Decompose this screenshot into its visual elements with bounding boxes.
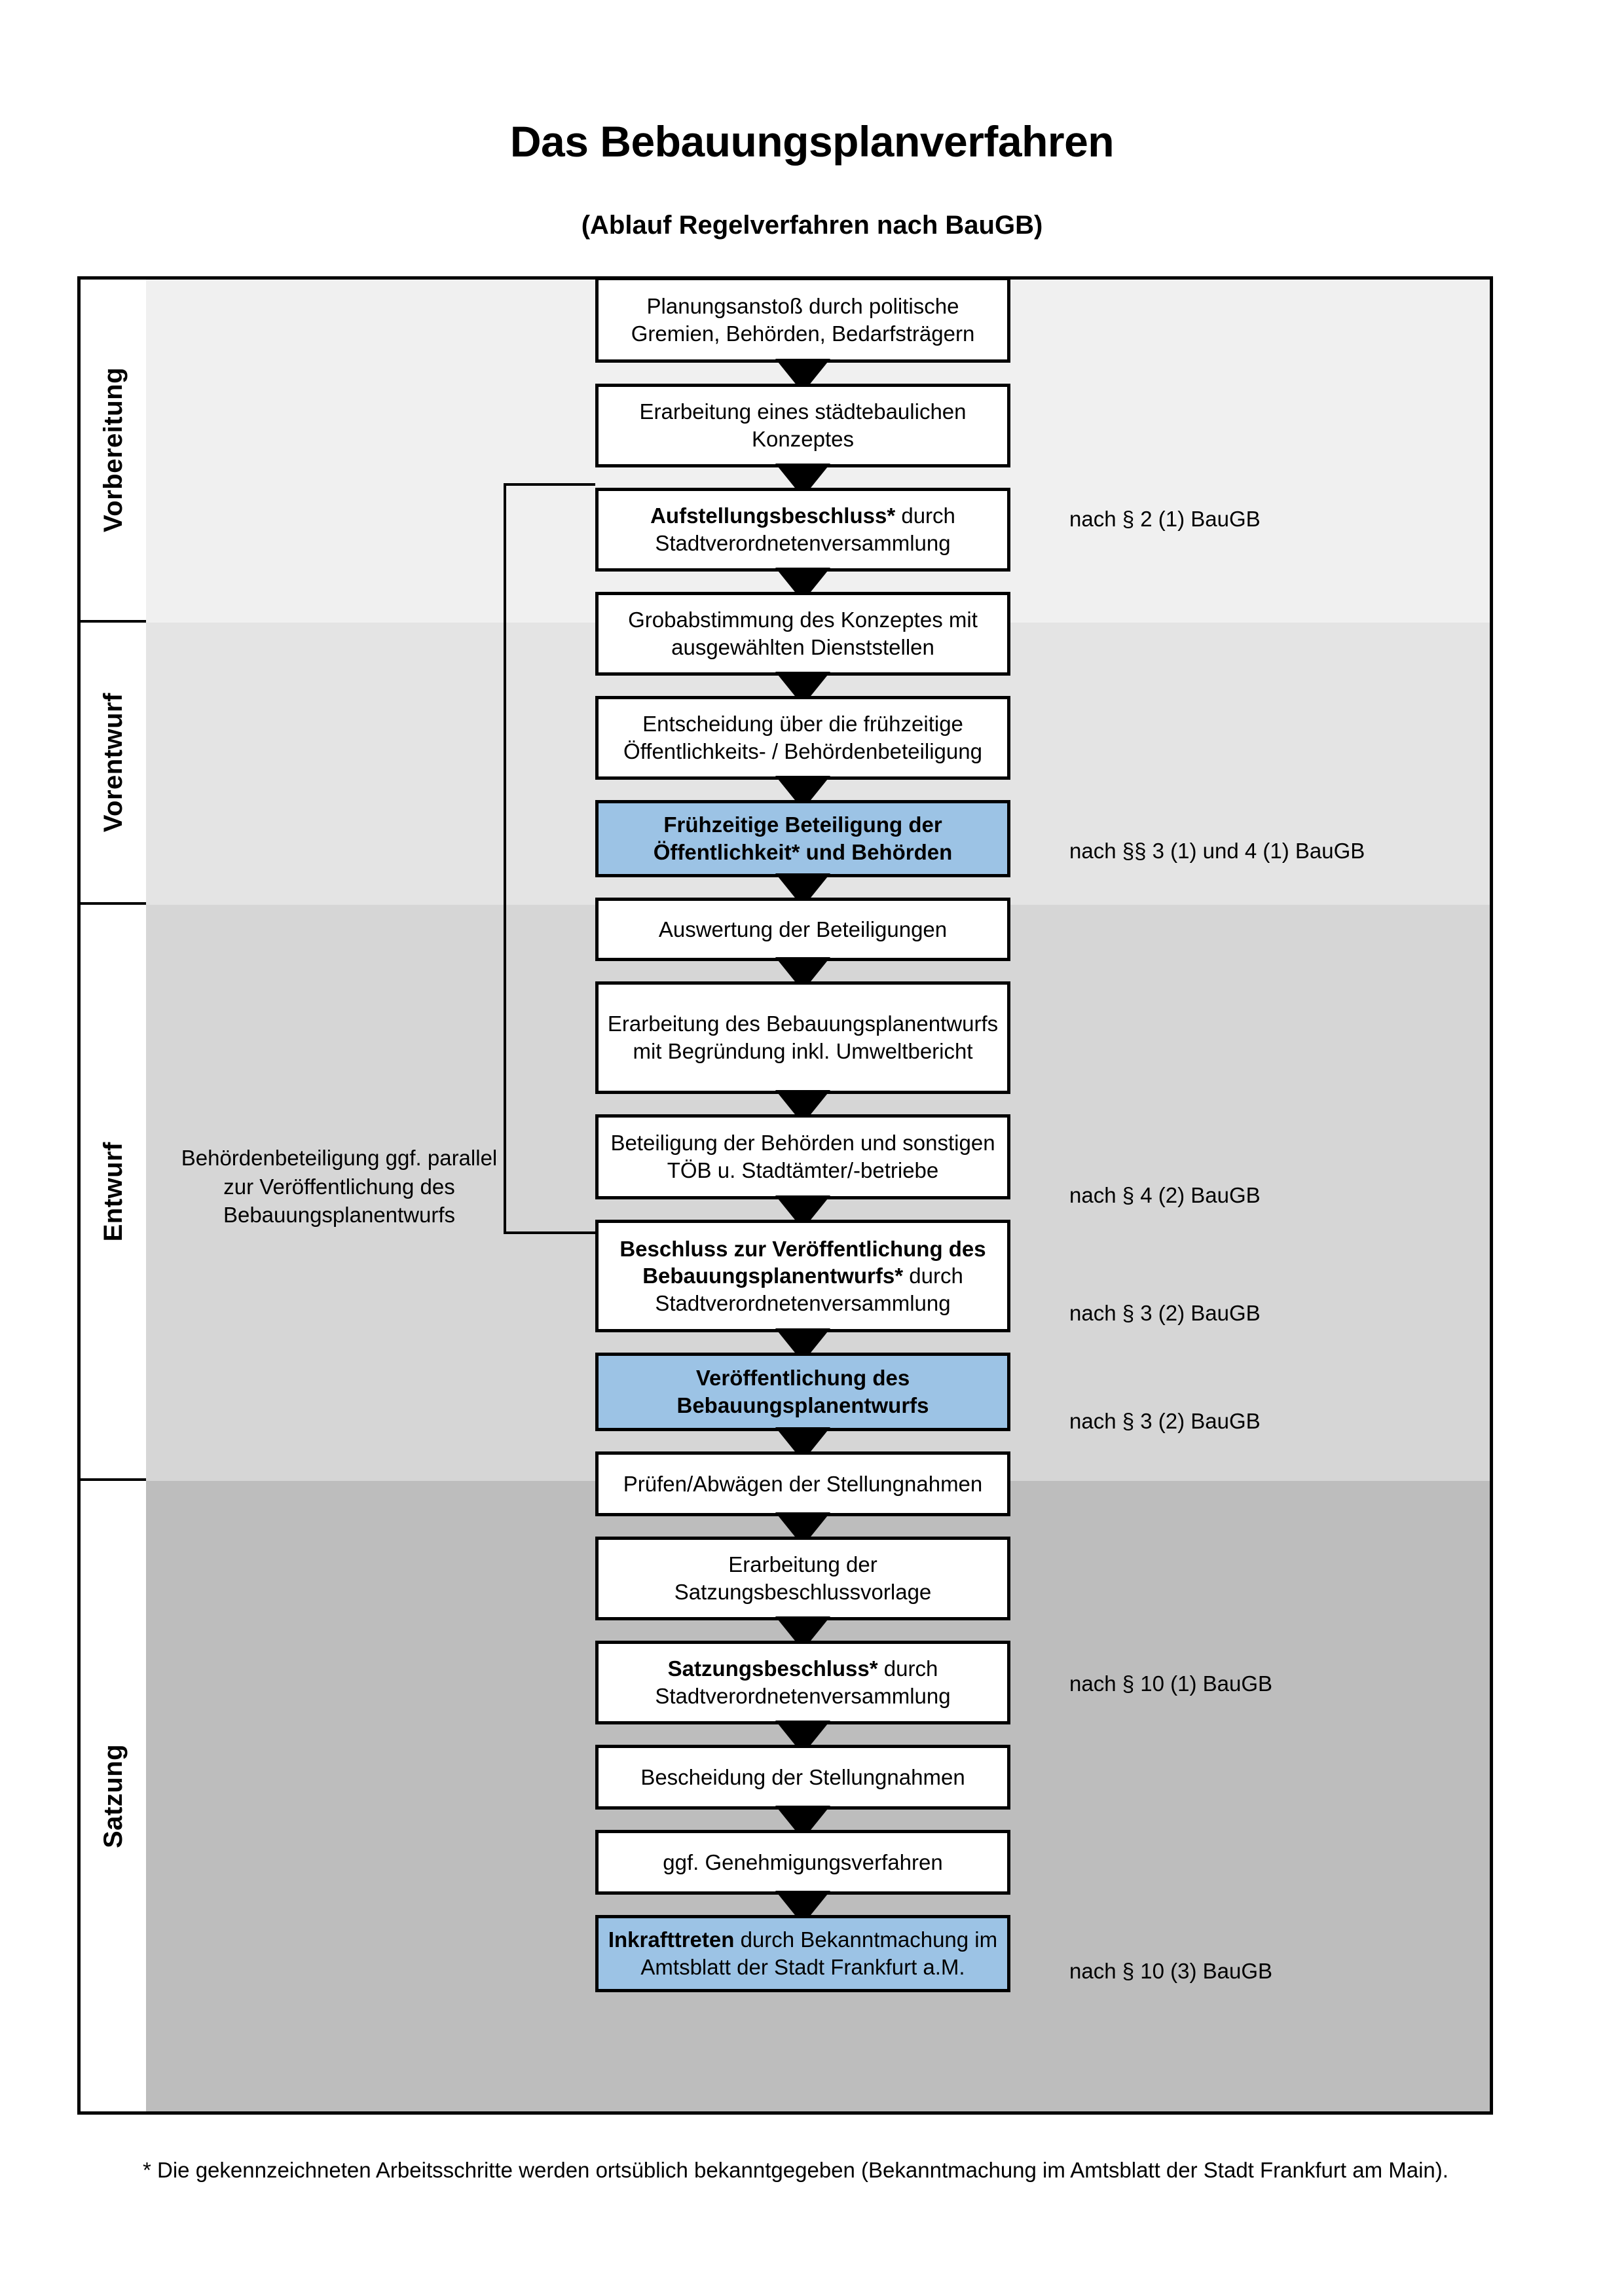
phase-label-column: Vorbereitung Vorentwurf Entwurf Satzung <box>81 280 146 2111</box>
note-text: nach § 3 (2) BauGB <box>1069 1301 1261 1325</box>
step-label-bold: Aufstellungsbeschluss* <box>650 503 896 528</box>
flowchart-frame: Vorbereitung Vorentwurf Entwurf Satzung … <box>77 276 1493 2115</box>
page-subtitle: (Ablauf Regelverfahren nach BauGB) <box>581 211 1043 240</box>
footnote: * Die gekennzeichneten Arbeitsschritte w… <box>143 2154 1492 2187</box>
phase-vorentwurf: Vorentwurf <box>81 623 146 905</box>
note-text: nach § 10 (3) BauGB <box>1069 1959 1273 1983</box>
step-label: Auswertung der Beteiligungen <box>658 917 948 941</box>
step-box-inkrafttreten[interactable]: Inkrafttreten durch Bekanntmachung im Am… <box>595 1915 1010 1992</box>
step-label: Inkrafttreten durch Bekanntmachung im Am… <box>605 1926 1001 1980</box>
note-text: nach § 10 (1) BauGB <box>1069 1671 1273 1696</box>
step-label: Erarbeitung der Satzungsbeschlussvorlage <box>674 1552 932 1604</box>
step-label: Aufstellungsbeschluss* durch Stadtverord… <box>605 502 1001 556</box>
step-label: Beteiligung der Behörden und sonstigen T… <box>610 1131 995 1182</box>
sidenote-text: Behördenbeteiligung ggf. parallel zur Ve… <box>181 1146 498 1228</box>
phase-entwurf: Entwurf <box>81 905 146 1481</box>
step-label: Planungsanstoß durch politische Gremien,… <box>631 293 975 346</box>
feedback-connector-top <box>504 483 595 486</box>
step-box-konzept[interactable]: Erarbeitung eines städtebaulichen Konzep… <box>595 384 1010 467</box>
step-label: Grobabstimmung des Konzeptes mit ausgewä… <box>628 608 978 659</box>
step-label: Prüfen/Abwägen der Stellungnahmen <box>623 1471 983 1496</box>
step-label: Erarbeitung eines städtebaulichen Konzep… <box>639 399 967 451</box>
step-box-satzungsbeschlussvorlage[interactable]: Erarbeitung der Satzungsbeschlussvorlage <box>595 1537 1010 1620</box>
step-box-pruefen-abwaegen[interactable]: Prüfen/Abwägen der Stellungnahmen <box>595 1451 1010 1516</box>
step-box-bescheidung[interactable]: Bescheidung der Stellungnahmen <box>595 1745 1010 1810</box>
step-label-bold: Satzungsbeschluss* <box>667 1656 878 1681</box>
note-text: nach § 4 (2) BauGB <box>1069 1183 1261 1207</box>
step-box-planungsanstoss[interactable]: Planungsanstoß durch politische Gremien,… <box>595 277 1010 363</box>
note-par3-abs2-b: nach § 3 (2) BauGB <box>1069 1409 1261 1434</box>
step-label-rest: durch Stadtverordnetenversammlung <box>655 1264 963 1315</box>
step-box-genehmigungsverfahren[interactable]: ggf. Genehmigungsverfahren <box>595 1830 1010 1895</box>
step-label-rest: durch Bekanntmachung im Amtsblatt der St… <box>640 1927 998 1979</box>
step-label: Erarbeitung des Bebauungsplanentwurfs mi… <box>607 1011 999 1063</box>
step-box-auswertung[interactable]: Auswertung der Beteiligungen <box>595 898 1010 961</box>
note-text: nach § 2 (1) BauGB <box>1069 507 1261 531</box>
note-text: nach § 3 (2) BauGB <box>1069 1409 1261 1433</box>
step-label: Satzungsbeschluss* durch Stadtverordnete… <box>605 1655 1001 1709</box>
process-box-column: Planungsanstoß durch politische Gremien,… <box>81 277 1490 2111</box>
note-text: nach §§ 3 (1) und 4 (1) BauGB <box>1069 839 1365 863</box>
step-box-erarbeitung-entwurf[interactable]: Erarbeitung des Bebauungsplanentwurfs mi… <box>595 981 1010 1094</box>
feedback-connector-bottom <box>504 1231 608 1234</box>
note-par10-abs3: nach § 10 (3) BauGB <box>1069 1959 1272 1984</box>
step-label-bold: Beschluss zur Veröffentlichung des Bebau… <box>619 1236 986 1288</box>
step-label: Bescheidung der Stellungnahmen <box>640 1764 965 1789</box>
note-par3-4-abs1: nach §§ 3 (1) und 4 (1) BauGB <box>1069 839 1365 864</box>
step-label-rest: durch Stadtverordnetenversammlung <box>655 503 955 555</box>
step-box-aufstellungsbeschluss[interactable]: Aufstellungsbeschluss* durch Stadtverord… <box>595 488 1010 572</box>
footnote-text: * Die gekennzeichneten Arbeitsschritte w… <box>143 2158 1449 2182</box>
sidenote-behoerdenbeteiligung: Behördenbeteiligung ggf. parallel zur Ve… <box>179 1144 500 1230</box>
note-par3-abs2-a: nach § 3 (2) BauGB <box>1069 1301 1261 1326</box>
step-box-fruehzeitige-beteiligung[interactable]: Frühzeitige Beteiligung der Öffentlichke… <box>595 800 1010 877</box>
step-box-satzungsbeschluss[interactable]: Satzungsbeschluss* durch Stadtverordnete… <box>595 1641 1010 1724</box>
step-label-bold: Inkrafttreten <box>608 1927 735 1952</box>
note-par4-abs2: nach § 4 (2) BauGB <box>1069 1183 1261 1208</box>
step-box-beschluss-veroeffentlichung[interactable]: Beschluss zur Veröffentlichung des Bebau… <box>595 1220 1010 1332</box>
phase-vorbereitung: Vorbereitung <box>81 280 146 623</box>
step-label-bold: Frühzeitige Beteiligung der Öffentlichke… <box>653 812 953 864</box>
step-box-veroeffentlichung[interactable]: Veröffentlichung des Bebauungsplanentwur… <box>595 1353 1010 1431</box>
page-title: Das Bebauungsplanverfahren <box>509 117 1115 166</box>
step-label: Beschluss zur Veröffentlichung des Bebau… <box>605 1235 1001 1317</box>
phase-satzung: Satzung <box>81 1481 146 2111</box>
step-label: ggf. Genehmigungsverfahren <box>663 1850 943 1874</box>
step-label: Frühzeitige Beteiligung der Öffentlichke… <box>605 811 1001 866</box>
step-box-entscheidung-fruehzeitig[interactable]: Entscheidung über die frühzeitige Öffent… <box>595 696 1010 780</box>
feedback-connector-vertical <box>504 483 506 1234</box>
step-box-grobabstimmung[interactable]: Grobabstimmung des Konzeptes mit ausgewä… <box>595 592 1010 676</box>
step-label: Entscheidung über die frühzeitige Öffent… <box>623 712 982 763</box>
step-label-rest: durch Stadtverordnetenversammlung <box>655 1656 951 1708</box>
note-par2: nach § 2 (1) BauGB <box>1069 507 1261 532</box>
step-label: Veröffentlichung des Bebauungsplanentwur… <box>605 1364 1001 1419</box>
step-label-bold: Veröffentlichung des Bebauungsplanentwur… <box>676 1366 929 1417</box>
step-box-beteiligung-behoerden[interactable]: Beteiligung der Behörden und sonstigen T… <box>595 1114 1010 1199</box>
note-par10-abs1: nach § 10 (1) BauGB <box>1069 1671 1272 1696</box>
